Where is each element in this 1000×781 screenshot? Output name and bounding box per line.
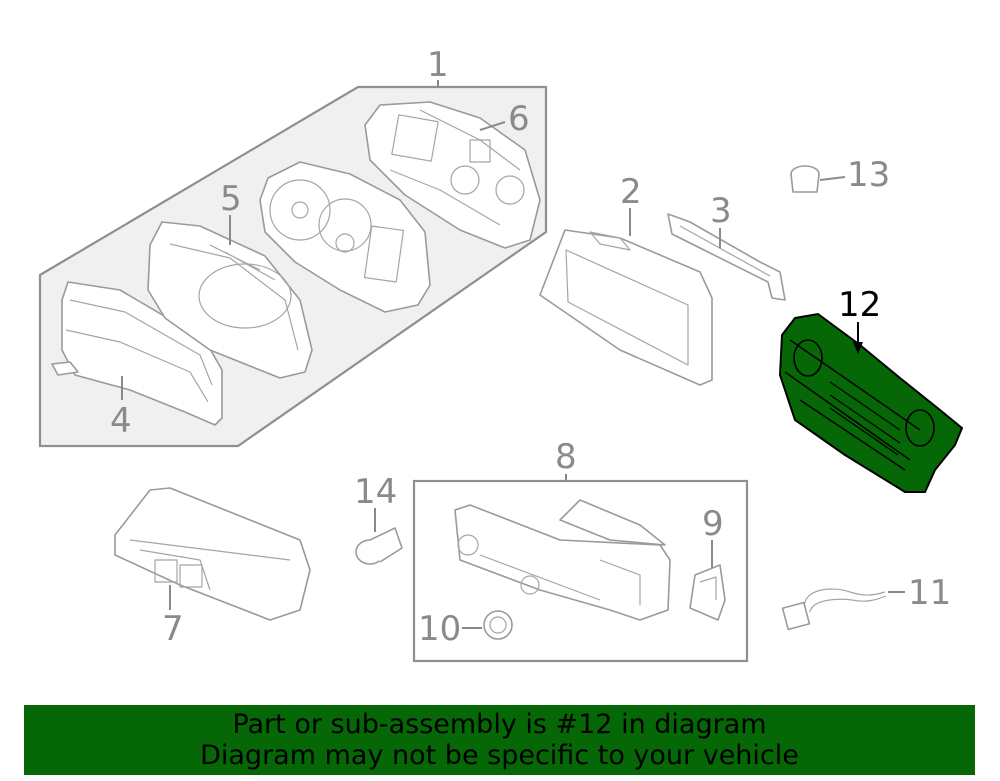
- callout-5: 5: [220, 179, 242, 219]
- callout-14: 14: [354, 472, 397, 512]
- callout-11: 11: [908, 573, 951, 613]
- part-13-switch[interactable]: [790, 165, 820, 193]
- callout-3: 3: [710, 191, 732, 231]
- banner-line-2: Diagram may not be specific to your vehi…: [200, 740, 799, 771]
- part-2-display[interactable]: [539, 229, 713, 386]
- callout-6: 6: [508, 99, 530, 139]
- callout-12-arrowhead: [853, 342, 863, 354]
- callout-10: 10: [418, 609, 461, 649]
- part-12-climate-control[interactable]: [778, 312, 964, 493]
- part-12-body[interactable]: [778, 312, 964, 493]
- part-10-knob[interactable]: [483, 610, 513, 640]
- info-banner: Part or sub-assembly is #12 in diagram D…: [24, 705, 975, 775]
- part-11-wiring[interactable]: [781, 588, 887, 631]
- callout-6-leader: [479, 121, 506, 131]
- part-9-bracket[interactable]: [689, 564, 726, 621]
- callout-8: 8: [555, 437, 577, 477]
- part-6-cluster-case[interactable]: [364, 101, 541, 249]
- callout-4: 4: [110, 401, 132, 441]
- callout-12: 12: [838, 285, 881, 325]
- part-5-cluster-housing[interactable]: [147, 221, 313, 379]
- callout-13: 13: [847, 155, 890, 195]
- callout-7: 7: [162, 609, 184, 649]
- parts-diagram: 1 2 3 4 5 6 7 8 9 10 11 12 13 14: [38, 45, 964, 663]
- part-7-fascia[interactable]: [114, 487, 311, 621]
- part-14-button[interactable]: [355, 527, 403, 565]
- part-3-bracket[interactable]: [667, 213, 786, 301]
- callout-13-leader: [819, 176, 846, 181]
- banner-line-1: Part or sub-assembly is #12 in diagram: [232, 709, 767, 740]
- callout-1: 1: [427, 45, 449, 85]
- cluster-gauge-face[interactable]: [259, 161, 431, 313]
- part-8-audio-unit[interactable]: [454, 499, 671, 621]
- callout-9: 9: [702, 504, 724, 544]
- callout-2: 2: [620, 172, 642, 212]
